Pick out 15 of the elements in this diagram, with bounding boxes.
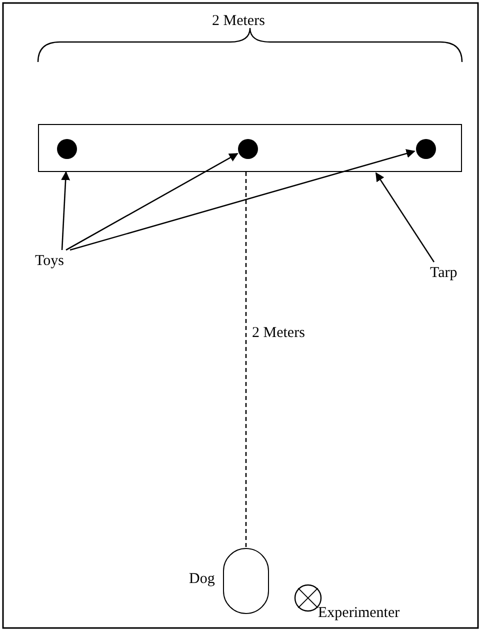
dashed-line — [245, 172, 247, 548]
toy-dot — [416, 139, 436, 159]
toy-dot — [238, 139, 258, 159]
leader-arrow — [66, 153, 238, 251]
text-label: Tarp — [430, 264, 458, 282]
caption-label: Dog — [189, 570, 215, 588]
caption-label: Experimenter — [318, 604, 400, 622]
dimension-label: 2 Meters — [212, 12, 265, 30]
tarp-rectangle — [38, 124, 462, 172]
capsule-shape — [223, 548, 269, 614]
text-label: Toys — [35, 252, 65, 270]
leader-arrow — [375, 172, 435, 262]
toy-dot — [57, 139, 77, 159]
leader-arrow — [70, 149, 416, 251]
leader-arrow — [61, 171, 70, 250]
